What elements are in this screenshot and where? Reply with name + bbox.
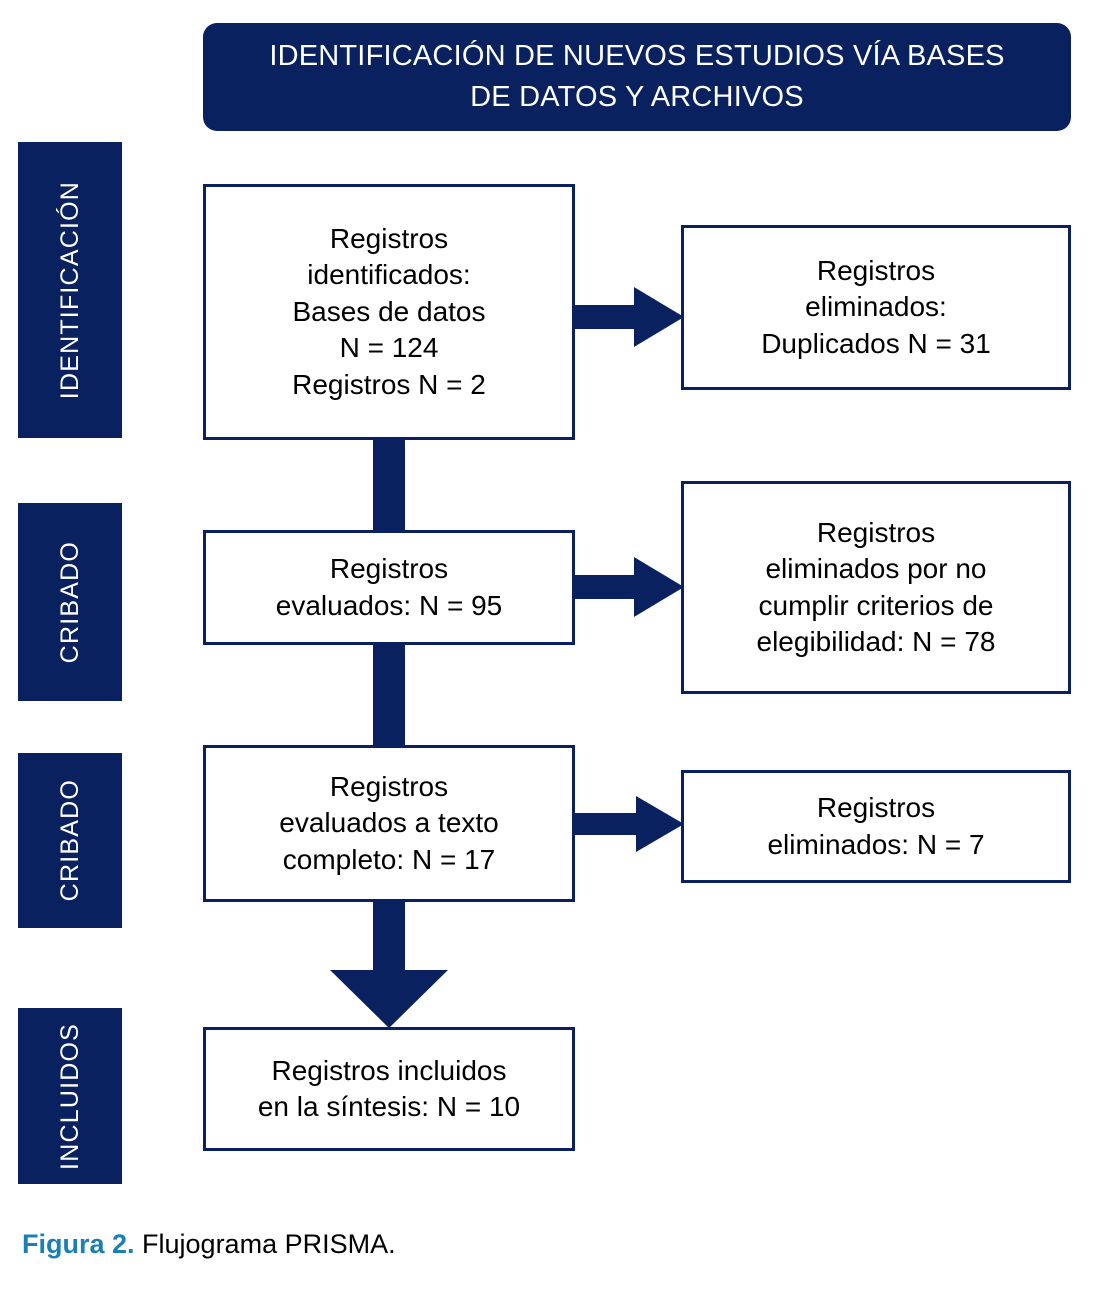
flow-box-registros-texto-completo: Registros evaluados a texto completo: N …	[203, 745, 575, 902]
flow-box-registros-eliminados-7: Registros eliminados: N = 7	[681, 770, 1071, 883]
stage-label-text: IDENTIFICACIÓN	[55, 180, 84, 400]
flow-box-registros-incluidos: Registros incluidos en la síntesis: N = …	[203, 1027, 575, 1151]
stage-label-incluidos: INCLUIDOS	[18, 1008, 122, 1184]
arrow-down-icon	[330, 900, 448, 1028]
stage-label-text: CRIBADO	[55, 540, 84, 664]
connector-evaluados-to-texto-completo	[373, 643, 405, 747]
flow-box-text: Registros eliminados: Duplicados N = 31	[761, 254, 991, 359]
flow-box-text: Registros incluidos en la síntesis: N = …	[257, 1054, 521, 1122]
flow-box-registros-eliminados-elegibilidad: Registros eliminados por no cumplir crit…	[681, 481, 1071, 694]
figure-caption: Figura 2. Flujograma PRISMA.	[22, 1228, 396, 1260]
flow-box-text: Registros identificados: Bases de datos …	[292, 223, 486, 400]
figure-caption-label: Figura 2.	[22, 1229, 135, 1259]
header-banner: IDENTIFICACIÓN DE NUEVOS ESTUDIOS VÍA BA…	[203, 23, 1071, 131]
connector-identificados-to-duplicados	[572, 287, 684, 347]
flow-box-text: Registros eliminados: N = 7	[767, 792, 985, 860]
flow-box-text: Registros evaluados: N = 95	[275, 553, 503, 621]
connector-texto-completo-to-eliminados	[572, 796, 684, 852]
connector-evaluados-to-no-elegibles	[572, 557, 684, 617]
stage-label-identificacion: IDENTIFICACIÓN	[18, 142, 122, 438]
vertical-bar-icon	[373, 438, 405, 532]
figure-caption-text: Flujograma PRISMA.	[134, 1229, 396, 1259]
stage-label-text: CRIBADO	[55, 779, 84, 902]
connector-identificados-to-evaluados	[373, 438, 405, 532]
stage-label-cribado-1: CRIBADO	[18, 503, 122, 701]
flow-box-registros-identificados: Registros identificados: Bases de datos …	[203, 184, 575, 440]
arrow-right-icon	[572, 287, 684, 347]
flow-box-text: Registros evaluados a texto completo: N …	[279, 770, 499, 875]
flow-box-registros-eliminados-duplicados: Registros eliminados: Duplicados N = 31	[681, 225, 1071, 390]
stage-label-text: INCLUIDOS	[55, 1022, 84, 1170]
header-title: IDENTIFICACIÓN DE NUEVOS ESTUDIOS VÍA BA…	[269, 39, 1005, 113]
flow-box-text: Registros eliminados por no cumplir crit…	[756, 516, 996, 657]
flow-box-registros-evaluados: Registros evaluados: N = 95	[203, 530, 575, 645]
vertical-bar-icon	[373, 643, 405, 747]
connector-texto-completo-to-incluidos	[330, 900, 448, 1028]
arrow-right-icon	[572, 557, 684, 617]
arrow-right-icon	[572, 796, 684, 852]
stage-label-cribado-2: CRIBADO	[18, 753, 122, 928]
